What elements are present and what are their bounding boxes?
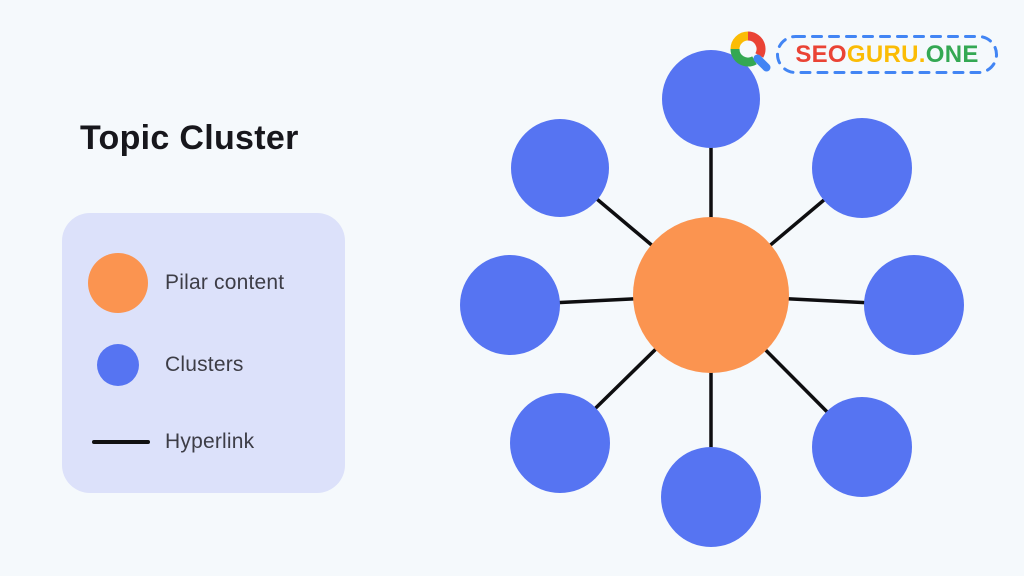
magnifier-icon (730, 31, 771, 72)
pillar-node (633, 217, 789, 373)
logo-text-seo: SEO (795, 40, 847, 68)
logo-text-one: ONE (925, 40, 979, 68)
legend-label-hyperlink: Hyperlink (165, 430, 255, 453)
logo-frame-rect (776, 35, 998, 74)
cluster-node (662, 50, 760, 148)
logo-frame: SEO GURU . ONE (776, 35, 998, 74)
legend-panel: Pilar content Clusters Hyperlink (62, 213, 345, 493)
page-title: Topic Cluster (80, 119, 299, 157)
cluster-node (511, 119, 609, 217)
cluster-node (812, 118, 912, 218)
cluster-node (864, 255, 964, 355)
clusters-swatch-circle (97, 344, 139, 386)
logo-text-dot: . (918, 40, 926, 68)
legend-label-clusters: Clusters (165, 353, 244, 376)
pillar-content-swatch-circle (88, 253, 148, 313)
logo-wordmark: SEO GURU . ONE (776, 35, 998, 74)
cluster-node (812, 397, 912, 497)
legend-label-pillar-content: Pilar content (165, 271, 285, 294)
cluster-node (661, 447, 761, 547)
logo-text-guru: GURU (846, 40, 919, 68)
hyperlink-swatch-line (92, 440, 150, 444)
cluster-node (460, 255, 560, 355)
cluster-node (510, 393, 610, 493)
